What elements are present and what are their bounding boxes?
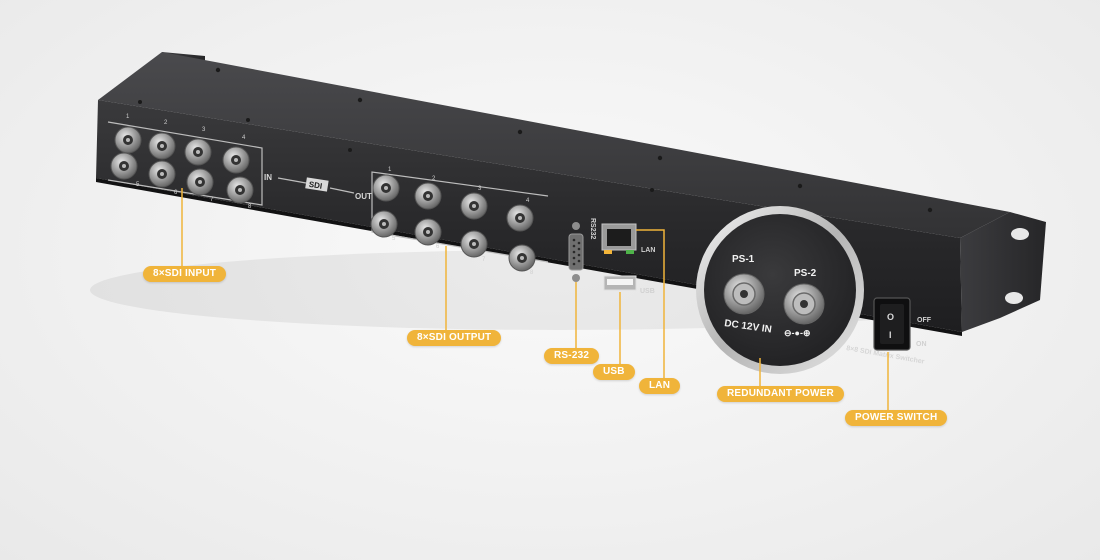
bnc-input-connector[interactable]	[184, 138, 212, 166]
power-on-label: ON	[916, 341, 927, 348]
dc-jack-ps2[interactable]	[783, 283, 825, 325]
callout-power-switch: POWER SWITCH	[845, 410, 948, 426]
right-ear-hole-top-icon	[1011, 228, 1029, 240]
input-number-label: 5	[136, 182, 140, 188]
right-rack-ear	[960, 212, 1046, 332]
callout-rs232: RS-232	[544, 348, 600, 364]
polarity-symbol-icon: ⊖-●-⊕	[784, 328, 811, 338]
bnc-output-connector[interactable]	[370, 210, 398, 238]
callout-sdi-input: 8×SDI INPUT	[143, 266, 227, 282]
output-number-label: 1	[388, 167, 392, 173]
sdi-bus-line-left	[277, 177, 307, 184]
top-screws	[138, 67, 933, 213]
bnc-input-connector[interactable]	[186, 168, 214, 196]
sdi-input-numbers: 1 2 3 4 5 6 7 8	[126, 114, 252, 210]
callout-lan: LAN	[639, 378, 681, 394]
usb-panel-label: USB	[640, 288, 655, 295]
input-number-label: 4	[242, 135, 246, 141]
bnc-input-connector[interactable]	[148, 160, 176, 188]
power-off-label: OFF	[917, 317, 932, 324]
sdi-label-box	[305, 177, 329, 192]
callout-usb: USB	[593, 364, 635, 380]
callout-sdi-output: 8×SDI OUTPUT	[407, 330, 502, 346]
output-number-label: 5	[392, 236, 396, 242]
callout-redundant-power: REDUNDANT POWER	[717, 386, 844, 402]
input-number-label: 7	[210, 197, 214, 203]
bnc-input-connector[interactable]	[226, 176, 254, 204]
rs232-port[interactable]	[568, 222, 584, 282]
sdi-input-bracket	[107, 121, 263, 206]
lan-panel-label: LAN	[641, 247, 655, 254]
lan-port[interactable]	[601, 223, 637, 254]
bnc-output-connector[interactable]	[414, 218, 442, 246]
input-number-label: 6	[174, 190, 178, 196]
power-switch-on-symbol: I	[889, 330, 892, 340]
sdi-input-connectors	[110, 126, 254, 204]
sdi-in-label: IN	[264, 173, 272, 182]
ps1-label: PS-1	[732, 254, 755, 265]
bnc-output-connector[interactable]	[506, 204, 534, 232]
sdi-out-label: OUT	[355, 192, 372, 201]
input-number-label: 2	[164, 120, 168, 126]
callout-leader-lines	[181, 188, 889, 410]
bnc-output-connector[interactable]	[460, 230, 488, 258]
input-number-label: 1	[126, 114, 130, 120]
output-number-label: 6	[436, 244, 440, 250]
leader-lan	[636, 229, 665, 378]
rs232-panel-label: RS232	[589, 218, 596, 240]
sdi-output-numbers: 1 2 3 4 5 6 7 8	[388, 167, 534, 276]
usb-port[interactable]	[603, 275, 637, 291]
output-number-label: 7	[482, 257, 486, 263]
sdi-label: SDI	[308, 180, 323, 191]
bnc-output-connector[interactable]	[372, 174, 400, 202]
power-switch-off-symbol: O	[887, 312, 894, 322]
chassis-top	[98, 52, 1010, 238]
ps2-label: PS-2	[794, 268, 817, 279]
output-number-label: 2	[432, 176, 436, 182]
bnc-input-connector[interactable]	[222, 146, 250, 174]
input-number-label: 3	[202, 127, 206, 133]
bnc-output-connector[interactable]	[414, 182, 442, 210]
bnc-input-connector[interactable]	[114, 126, 142, 154]
sdi-bus-line-right	[329, 187, 355, 194]
output-number-label: 8	[530, 270, 534, 276]
right-ear-hole-bottom-icon	[1005, 292, 1023, 304]
output-number-label: 4	[526, 198, 530, 204]
sdi-output-connectors	[370, 174, 536, 272]
sdi-output-bracket	[371, 171, 549, 263]
bnc-input-connector[interactable]	[110, 152, 138, 180]
power-zoom-bubble: PS-1 PS-2 DC 12V IN ⊖-●-⊕	[696, 206, 864, 374]
bnc-output-connector[interactable]	[508, 244, 536, 272]
output-number-label: 3	[478, 186, 482, 192]
input-number-label: 8	[248, 204, 252, 210]
power-switch[interactable]: O I	[873, 297, 911, 351]
bnc-input-connector[interactable]	[148, 132, 176, 160]
bnc-output-connector[interactable]	[460, 192, 488, 220]
dc-jack-ps1[interactable]	[723, 273, 765, 315]
